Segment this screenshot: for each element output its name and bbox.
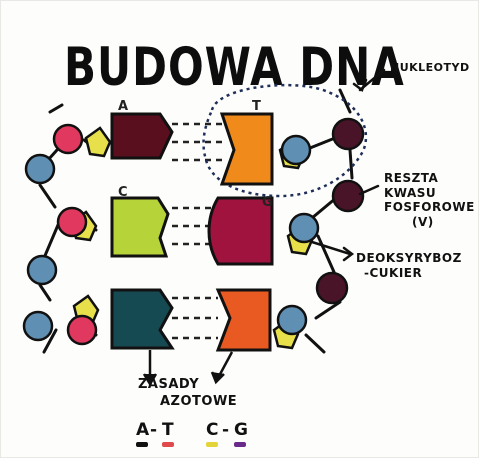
- bases-right: [209, 114, 272, 350]
- label-phosphate-4: (V): [412, 216, 475, 229]
- phosphate-purple-r1: [333, 119, 363, 149]
- label-phosphate-1: RESZTA: [384, 172, 475, 185]
- label-phosphate-2: KWASU: [384, 187, 475, 200]
- phosphate-blue-3: [24, 312, 52, 340]
- base-C-2: [112, 198, 168, 256]
- pair-CG-left: C: [206, 420, 218, 440]
- phosphate-blue-r2: [290, 214, 318, 242]
- strand-letter-T: T: [252, 99, 261, 114]
- pair-CG-right: G: [234, 420, 248, 440]
- phosphate-purple-r3: [317, 273, 347, 303]
- pair-CG-dash: -: [222, 420, 229, 440]
- pair-AT-right: T: [162, 420, 174, 440]
- label-phosphate: RESZTA KWASU FOSFOROWE (V): [384, 172, 475, 228]
- label-arrows: [312, 70, 384, 260]
- base-T-3: [218, 290, 270, 350]
- sugar-1-left: [86, 128, 110, 156]
- phosphate-purple-r2: [333, 181, 363, 211]
- phosphate-blue-r1: [282, 136, 310, 164]
- pair-AT-dash: -: [150, 420, 157, 440]
- label-bases-2: AZOTOWE: [160, 395, 237, 409]
- sugars: [72, 128, 312, 348]
- bases-left: [112, 114, 172, 348]
- label-bases: ZASADY AZOTOWE: [138, 378, 237, 408]
- phosphate-pink-3: [68, 316, 96, 344]
- base-A-1: [112, 114, 172, 158]
- pair-AT-left: A: [136, 420, 149, 440]
- phosphate-blue-r3: [278, 306, 306, 334]
- label-nucleotide: NUKLEOTYD: [390, 62, 470, 74]
- phosphate-pink-2: [58, 208, 86, 236]
- strand-letter-A: A: [118, 99, 128, 114]
- strand-letter-G: G: [262, 195, 273, 210]
- base-T-1: [222, 114, 272, 184]
- phosphate-blue-1: [26, 155, 54, 183]
- base-pair-key: A - T C - G: [136, 420, 276, 444]
- phosphate-blue-2: [28, 256, 56, 284]
- label-phosphate-3: FOSFOROWE: [384, 201, 475, 214]
- label-sugar-1: DEOKSYRYBOZ: [356, 252, 462, 265]
- strand-letter-C: C: [118, 185, 128, 200]
- base-A-3: [112, 290, 172, 348]
- label-sugar: DEOKSYRYBOZ -CUKIER: [356, 252, 462, 279]
- phosphate-pink-1: [54, 125, 82, 153]
- label-sugar-2: -CUKIER: [364, 267, 462, 280]
- label-bases-1: ZASADY: [138, 378, 237, 392]
